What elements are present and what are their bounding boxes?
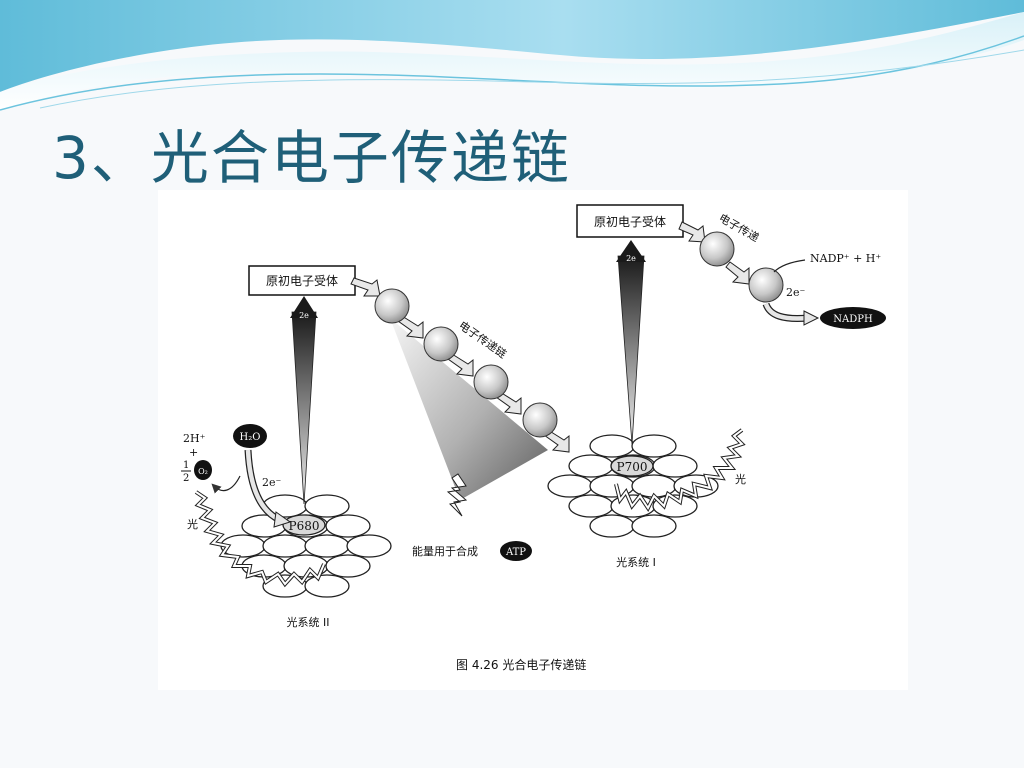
ps1-chain-carriers bbox=[699, 231, 784, 303]
ps1-chain-connectors bbox=[678, 221, 750, 285]
atp-badge bbox=[500, 541, 532, 561]
water-to-oxygen-arrow bbox=[211, 475, 241, 494]
oxygen-label: O₂ bbox=[198, 467, 208, 476]
ps2-beam-label: 2e bbox=[299, 311, 309, 320]
top-wave-line bbox=[0, 35, 1024, 111]
half-denominator: 2 bbox=[183, 473, 189, 484]
water-electrons-label: 2e⁻ bbox=[262, 476, 282, 489]
ps2-beam bbox=[291, 311, 317, 505]
ps1-system-label: 光系统 I bbox=[616, 555, 656, 569]
nadp-label: NADP⁺ + H⁺ bbox=[810, 252, 881, 265]
energy-fan bbox=[390, 318, 548, 500]
ps2-beam-head bbox=[290, 296, 318, 318]
water-label: H₂O bbox=[240, 432, 261, 443]
energy-fan-bolt bbox=[446, 473, 468, 517]
ps2-chain-carriers bbox=[374, 288, 558, 438]
atp-label: ATP bbox=[505, 547, 526, 558]
proton-label: 2H⁺ bbox=[183, 432, 206, 445]
ps1-light-label: 光 bbox=[735, 472, 746, 486]
energy-label: 能量用于合成 bbox=[412, 544, 478, 558]
p680-reaction-center bbox=[282, 514, 326, 536]
oxygen-badge bbox=[194, 460, 212, 480]
top-wave-line-2 bbox=[39, 49, 1024, 109]
figure-caption: 图 4.26 光合电子传递链 bbox=[456, 657, 586, 672]
plus-sign: + bbox=[189, 446, 198, 459]
ps2-ellipse-cluster bbox=[220, 494, 392, 598]
ps2-chain-connectors bbox=[350, 277, 570, 453]
half-numerator: 1 bbox=[183, 460, 189, 471]
ps2-system-label: 光系统 II bbox=[287, 615, 330, 629]
ps2-light-label: 光 bbox=[187, 517, 198, 531]
ps1-beam-head bbox=[616, 240, 646, 262]
top-wave-dark bbox=[0, 0, 1024, 92]
ps1-acceptor-box bbox=[576, 204, 684, 238]
ps1-acceptor-label: 原初电子受体 bbox=[594, 215, 666, 229]
nadph-badge bbox=[820, 307, 886, 329]
ps1-electrons-label: 2e⁻ bbox=[786, 286, 806, 299]
p700-label: P700 bbox=[617, 460, 648, 474]
p700-reaction-center bbox=[610, 455, 654, 477]
nadp-connector bbox=[773, 259, 806, 273]
slide-title: 3、光合电子传递链 bbox=[52, 124, 571, 192]
ps2-chain-label: 电子传递链 bbox=[456, 318, 509, 361]
water-badge bbox=[233, 424, 267, 448]
nadph-label: NADPH bbox=[833, 314, 873, 325]
ps2-acceptor-label: 原初电子受体 bbox=[266, 274, 338, 288]
p680-label: P680 bbox=[289, 519, 320, 533]
top-wave-light bbox=[0, 12, 1024, 110]
ps1-beam-label: 2e bbox=[626, 254, 636, 263]
ps1-beam bbox=[617, 255, 645, 445]
